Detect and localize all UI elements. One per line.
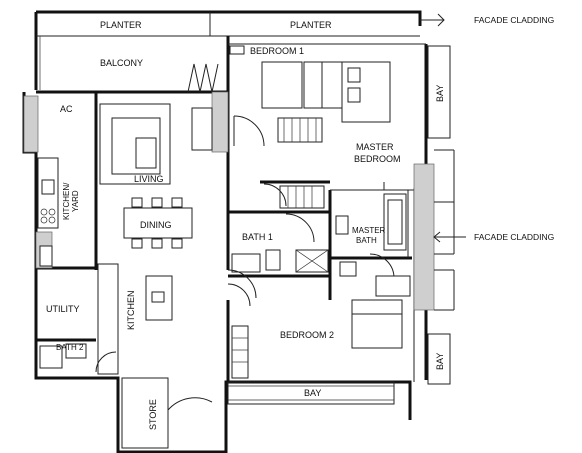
utility-bath2-store: [39, 343, 213, 449]
planter-left-label: PLANTER: [100, 20, 142, 30]
master-bedroom-label-line1: MASTER: [356, 142, 394, 152]
kitchen-yard-label-line2: YARD: [71, 190, 80, 212]
ac-label: AC: [60, 104, 73, 114]
dining-label: DINING: [140, 220, 172, 230]
kitchen-fittings: [97, 263, 173, 375]
store-label: STORE: [148, 399, 158, 430]
folding-door: [187, 63, 219, 93]
dining-furniture: [123, 197, 193, 249]
kitchen-yard-label-line1: KITCHEN/: [62, 182, 71, 220]
living-label: LIVING: [134, 174, 164, 184]
bedroom1-label: BEDROOM 1: [250, 46, 304, 56]
kitchen-yard-fittings: [37, 157, 59, 267]
bay-right-label: BAY: [435, 353, 445, 370]
bedroom2-furniture: [227, 283, 403, 379]
bay-top-label: BAY: [435, 85, 445, 102]
bay-windows: [227, 45, 451, 405]
master-bath-fittings: [335, 193, 411, 297]
bay-bottom-label: BAY: [304, 388, 321, 398]
planter-right-label: PLANTER: [290, 20, 332, 30]
master-bedroom-furniture: [263, 61, 391, 209]
bedroom2-label: BEDROOM 2: [280, 330, 334, 340]
master-bath-label-line1: MASTER: [352, 226, 386, 235]
bedroom1-furniture: [229, 45, 323, 147]
master-bath-label-line2: BATH: [356, 236, 377, 245]
facade-cladding-mid-label: FACADE CLADDING: [474, 232, 554, 242]
facade-callouts: [420, 13, 466, 311]
living-furniture: [99, 103, 213, 185]
facade-cladding-top-label: FACADE CLADDING: [474, 15, 554, 25]
balcony-label: BALCONY: [100, 58, 143, 68]
kitchen-label: KITCHEN: [126, 290, 136, 330]
callout-labels: FACADE CLADDING FACADE CLADDING: [474, 15, 554, 242]
bath2-label: BATH 2: [56, 343, 84, 352]
utility-label: UTILITY: [46, 304, 80, 314]
bath1-label: BATH 1: [242, 232, 273, 242]
bath1-fittings: [227, 213, 329, 299]
interior-walls: [36, 43, 426, 382]
master-bedroom-label-line2: BEDROOM: [354, 154, 401, 164]
room-labels: PLANTER PLANTER BALCONY BEDROOM 1 MASTER…: [46, 20, 445, 430]
